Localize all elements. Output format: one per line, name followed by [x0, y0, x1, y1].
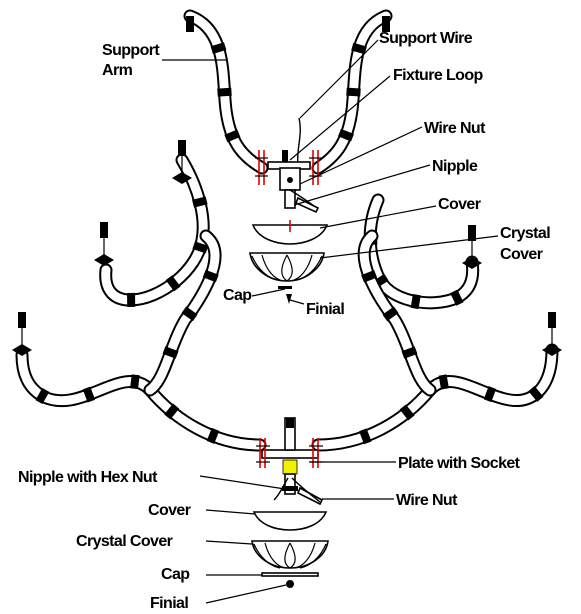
top-cover	[251, 224, 329, 245]
top-hub	[249, 117, 329, 304]
hex-nut	[282, 486, 298, 491]
link-left	[143, 229, 222, 397]
label-plate-with-socket: Plate with Socket	[398, 455, 521, 472]
arm-collar	[192, 241, 209, 254]
top-arm-right	[311, 9, 393, 175]
label-cover-bottom: Cover	[148, 502, 191, 519]
arm-collar	[410, 293, 421, 310]
label-crystal-cover-top-line1: Crystal	[500, 225, 550, 242]
arm-collar	[192, 196, 208, 208]
leader-lines	[162, 39, 499, 604]
arm-collar	[338, 128, 354, 142]
candle-cup	[462, 225, 482, 269]
arm-collar	[127, 292, 136, 308]
arm-collar	[202, 269, 219, 283]
arm-collar	[401, 346, 418, 359]
bottom-wire-nut	[296, 486, 324, 506]
arm-collar	[382, 306, 399, 322]
arm-collar	[528, 385, 544, 402]
arm-collar	[82, 386, 96, 403]
bottom-red-wires	[256, 438, 323, 468]
label-finial-bottom: Finial	[150, 595, 188, 612]
label-wire-nut-bottom: Wire Nut	[396, 492, 458, 509]
arm-collar	[361, 270, 378, 283]
arm-collar	[217, 87, 232, 97]
candle-cup	[94, 222, 114, 266]
arm-collar	[164, 403, 180, 420]
label-support-wire: Support Wire	[379, 30, 473, 47]
arm-collar	[162, 346, 179, 359]
label-fixture-loop: Fixture Loop	[393, 67, 484, 84]
link-right	[357, 229, 437, 397]
bottom-cover	[252, 511, 328, 531]
label-finial-top: Finial	[306, 301, 344, 318]
label-nipple-with-hex-nut: Nipple with Hex Nut	[18, 469, 158, 486]
bottom-hub	[251, 417, 329, 588]
bottom-cap	[261, 572, 319, 577]
bottom-plate	[261, 449, 319, 459]
candle-cup	[542, 312, 562, 356]
label-support-arm-line1: Support	[102, 42, 160, 59]
arm-collar	[224, 129, 241, 143]
socket	[282, 459, 298, 475]
arm-collar	[346, 87, 361, 97]
arm-collar	[165, 275, 181, 292]
arm-collar	[130, 374, 140, 390]
top-finial	[286, 294, 292, 304]
label-wire-nut-top: Wire Nut	[424, 120, 486, 137]
arm-collar	[210, 42, 227, 54]
arm-collar	[483, 386, 497, 403]
arm-collar	[438, 374, 449, 390]
label-crystal-cover-bottom: Crystal Cover	[76, 533, 173, 550]
labels: Support Arm Support Wire Fixture Loop Wi…	[18, 30, 551, 612]
top-crystal-cover	[249, 252, 325, 282]
bottom-finial	[286, 580, 294, 588]
top-arm-left	[183, 9, 269, 175]
arm-collar	[35, 387, 50, 405]
mid-arm-left	[99, 153, 210, 308]
arm-collar	[181, 306, 198, 322]
fixture-loop	[282, 150, 288, 164]
candle-cup	[172, 140, 192, 184]
top-cap	[278, 286, 292, 289]
candle-cup	[12, 312, 32, 356]
arm-collar	[399, 404, 415, 421]
arm-collar	[359, 428, 372, 445]
low-arm-right	[311, 343, 559, 452]
support-arms	[12, 9, 562, 452]
arm-collar	[206, 427, 220, 444]
label-cap-bottom: Cap	[161, 566, 190, 583]
arm-collar	[450, 289, 464, 306]
label-cap-top: Cap	[223, 287, 252, 304]
low-arm-left	[15, 348, 267, 452]
label-cover-top: Cover	[438, 196, 481, 213]
top-red-wires	[255, 150, 322, 185]
label-crystal-cover-top-line2: Cover	[500, 246, 543, 263]
bottom-crystal-cover	[251, 540, 329, 569]
candle-cup	[382, 16, 390, 32]
support-wire	[296, 117, 301, 166]
label-support-arm-line2: Arm	[102, 62, 133, 79]
top-hub-screw	[287, 177, 293, 183]
arm-collar	[351, 42, 367, 55]
candle-cup	[186, 16, 194, 32]
label-nipple: Nipple	[432, 158, 478, 175]
